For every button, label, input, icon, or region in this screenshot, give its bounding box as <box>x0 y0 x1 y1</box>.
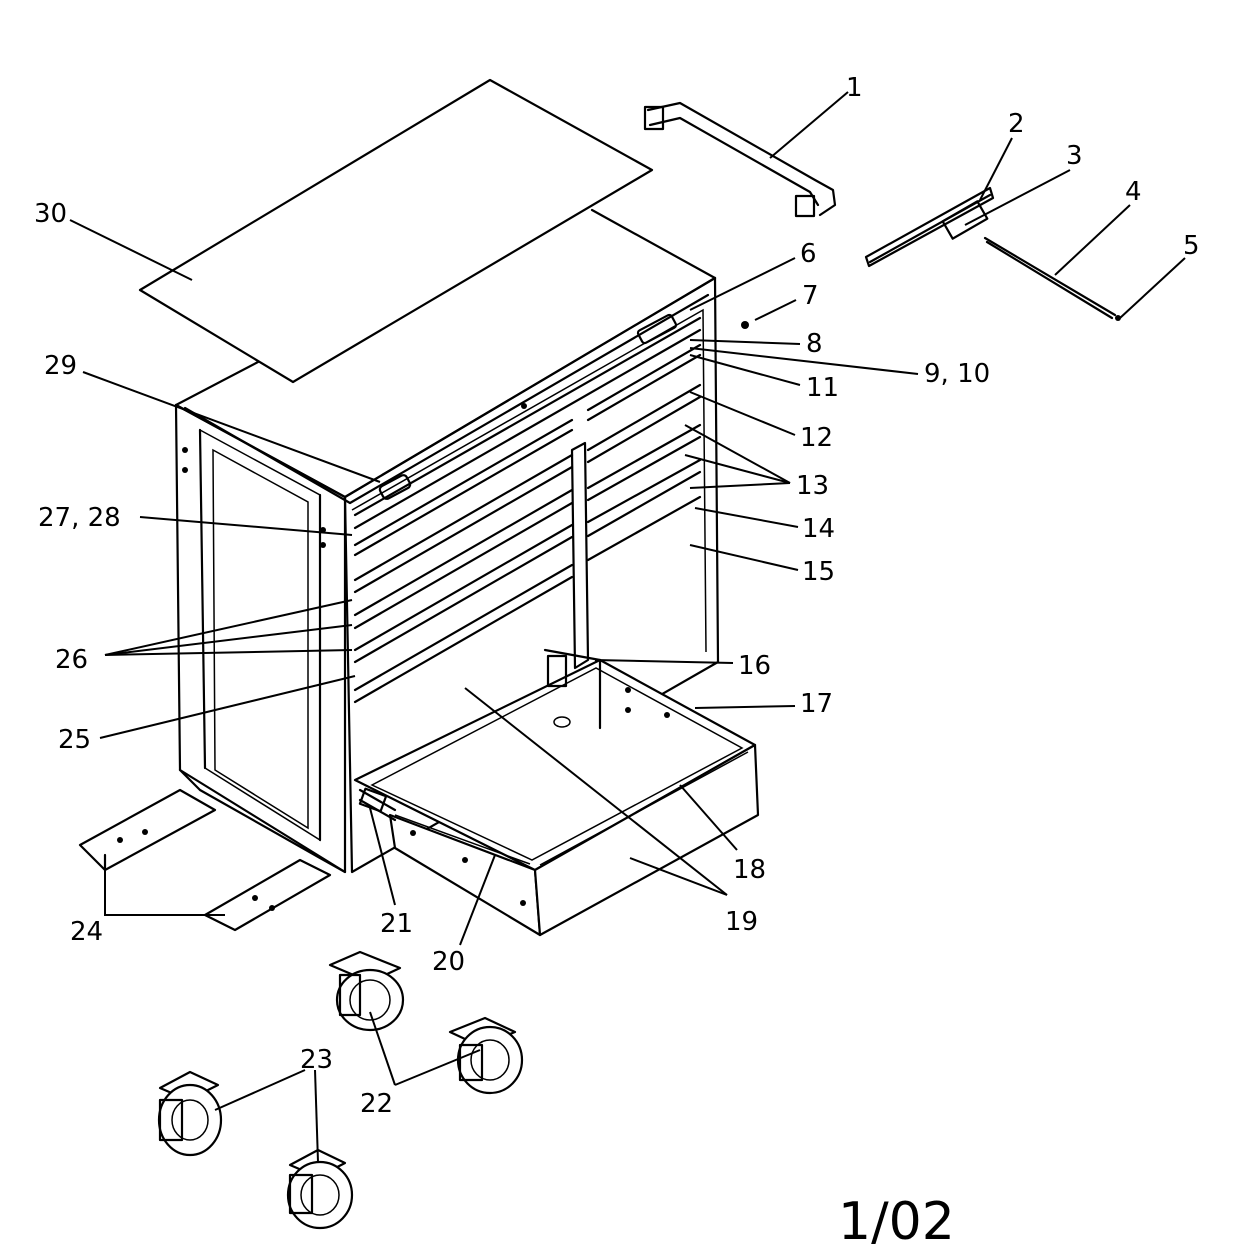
side-handle <box>643 101 837 218</box>
drawer-fronts <box>353 316 702 704</box>
callout-3: 3 <box>1066 141 1083 171</box>
callout-8: 8 <box>806 329 823 359</box>
callout-26: 26 <box>55 645 88 675</box>
callout-16: 16 <box>738 651 771 681</box>
callout-5: 5 <box>1183 231 1200 261</box>
callout-7: 7 <box>802 281 819 311</box>
callout-11: 11 <box>806 373 839 403</box>
callout-6: 6 <box>800 239 817 269</box>
casters <box>157 950 524 1230</box>
bottom-drawer <box>353 648 760 937</box>
caster <box>157 1070 223 1157</box>
callout-1: 1 <box>846 73 863 103</box>
callout-2: 2 <box>1008 109 1025 139</box>
callout-24: 24 <box>70 917 103 947</box>
callout-13: 13 <box>796 471 829 501</box>
callout-20: 20 <box>432 947 465 977</box>
callout-25: 25 <box>58 725 91 755</box>
cabinet-body <box>174 208 720 874</box>
callout-14: 14 <box>802 514 835 544</box>
slide-hardware <box>741 186 1121 329</box>
callout-30: 30 <box>34 199 67 229</box>
callout-27-28: 27, 28 <box>38 503 121 533</box>
leader-lines <box>69 91 1186 1163</box>
caster <box>286 1148 354 1230</box>
callout-17: 17 <box>800 689 833 719</box>
callout-4: 4 <box>1125 177 1142 207</box>
callout-29: 29 <box>44 351 77 381</box>
top-mat <box>138 78 654 384</box>
callout-12: 12 <box>800 423 833 453</box>
callout-18: 18 <box>733 855 766 885</box>
caster <box>328 950 405 1032</box>
callout-labels: 1 2 3 4 5 6 7 8 9, 10 11 12 13 14 15 16 … <box>34 73 1200 1119</box>
callout-15: 15 <box>802 557 835 587</box>
callout-21: 21 <box>380 909 413 939</box>
callout-23: 23 <box>300 1045 333 1075</box>
callout-22: 22 <box>360 1089 393 1119</box>
base-rails <box>78 788 332 932</box>
callout-9-10: 9, 10 <box>924 359 990 389</box>
callout-19: 19 <box>725 907 758 937</box>
page-code: 1/02 <box>838 1192 955 1252</box>
caster <box>448 1016 524 1095</box>
